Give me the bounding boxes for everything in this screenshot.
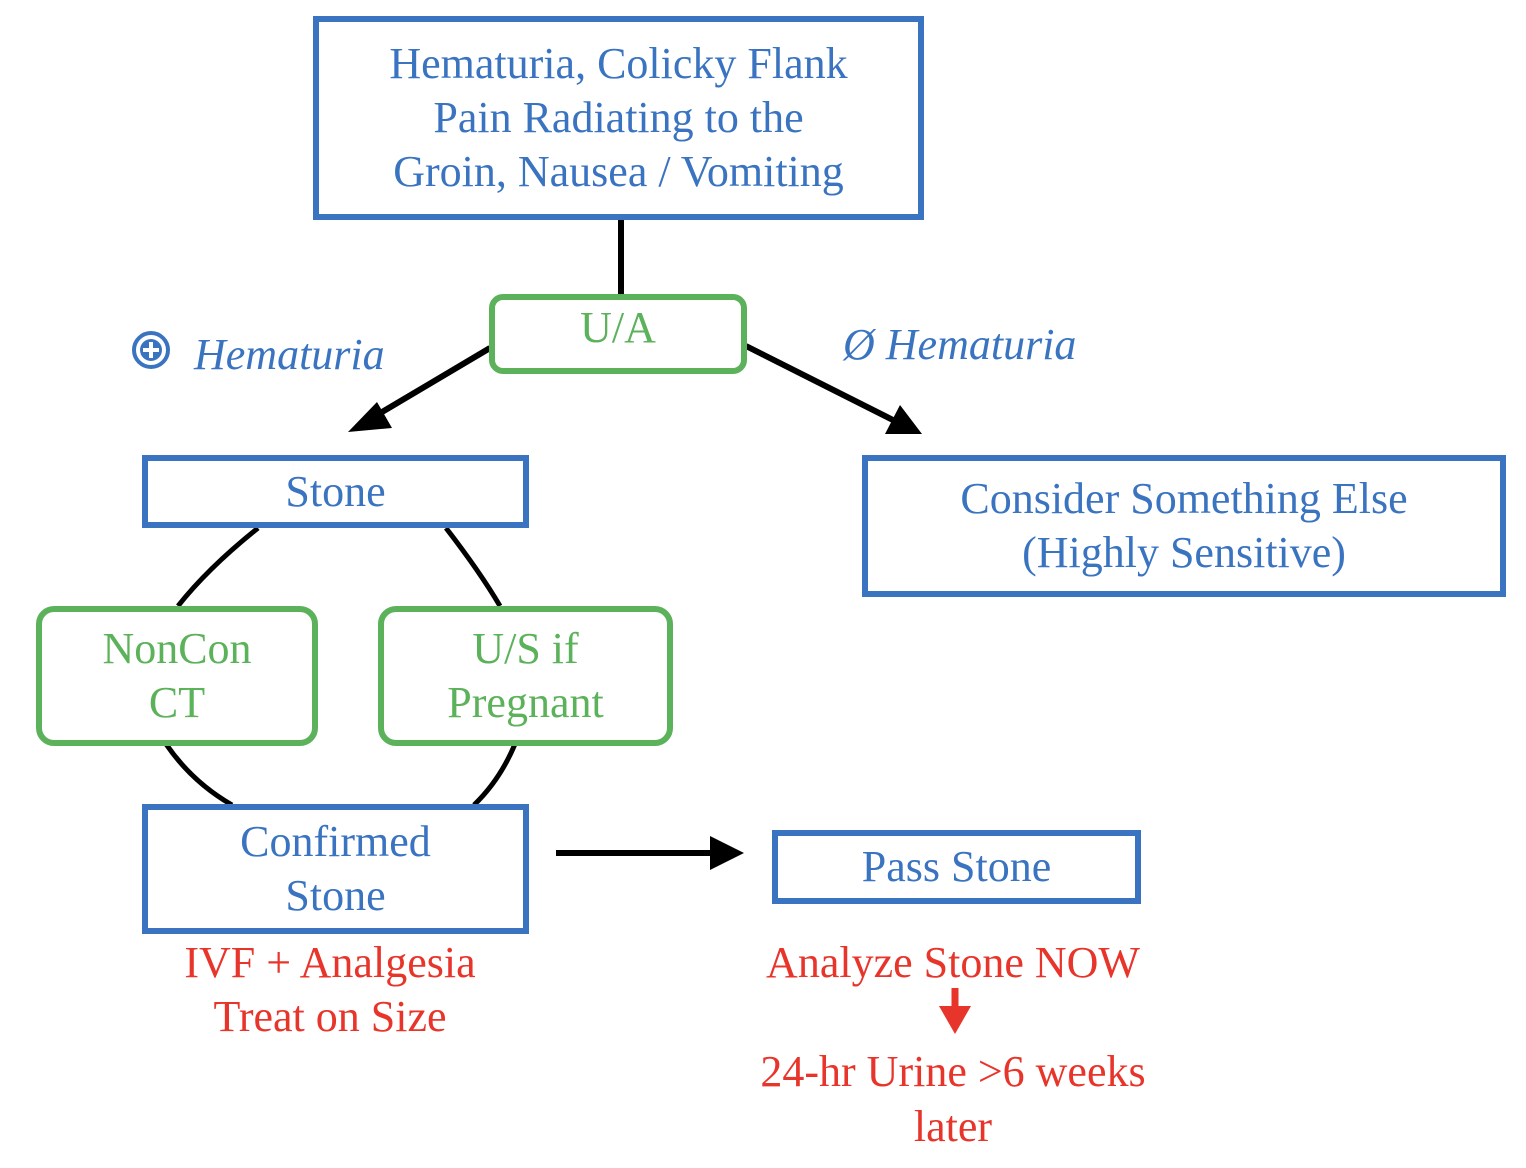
node-symptoms-line-1: Hematuria, Colicky Flank xyxy=(389,39,848,88)
arrowhead-consider xyxy=(885,405,922,434)
node-pass-stone: Pass Stone xyxy=(772,830,1141,904)
node-us-line-2: Pregnant xyxy=(447,678,604,727)
note-analyze: Analyze Stone NOW xyxy=(766,938,1140,987)
node-confirmed-stone: Confirmed Stone xyxy=(142,804,529,934)
arrowhead-stone xyxy=(348,402,392,432)
node-ua: U/A xyxy=(489,294,747,374)
node-symptoms: Hematuria, Colicky Flank Pain Radiating … xyxy=(313,16,924,220)
red-arrowhead xyxy=(939,1006,971,1034)
plus-circle-icon xyxy=(132,331,170,369)
node-confirmed-line-1: Confirmed xyxy=(240,817,431,866)
arrowhead-pass xyxy=(710,836,744,870)
arrow-ua-to-stone xyxy=(370,345,492,421)
connector-ct-confirmed xyxy=(163,742,234,808)
connector-stone-ct xyxy=(176,526,260,608)
label-negative-hematuria: Ø Hematuria xyxy=(843,320,1077,369)
label-positive-hematuria: Hematuria xyxy=(194,330,385,379)
node-symptoms-line-3: Groin, Nausea / Vomiting xyxy=(393,147,844,196)
node-consider-line-1: Consider Something Else xyxy=(960,474,1408,523)
note-followup-line-2: later xyxy=(913,1102,993,1151)
arrow-ua-to-consider xyxy=(744,343,895,423)
node-stone-label: Stone xyxy=(285,466,386,516)
note-treatment-line-1: IVF + Analgesia xyxy=(184,938,476,987)
connector-stone-us xyxy=(444,526,503,608)
node-pass-label: Pass Stone xyxy=(861,842,1052,891)
node-noncon-line-2: CT xyxy=(148,678,206,727)
note-treatment-line-2: Treat on Size xyxy=(213,992,447,1041)
node-ua-label: U/A xyxy=(580,303,656,352)
node-noncon-line-1: NonCon xyxy=(102,624,252,673)
node-confirmed-line-2: Stone xyxy=(285,871,386,920)
note-followup-line-1: 24-hr Urine >6 weeks xyxy=(760,1047,1146,1096)
node-us-pregnant: U/S if Pregnant xyxy=(378,606,673,746)
node-consider-else: Consider Something Else (Highly Sensitiv… xyxy=(862,455,1506,597)
connector-us-confirmed xyxy=(472,743,518,807)
node-symptoms-line-2: Pain Radiating to the xyxy=(433,93,804,142)
node-consider-line-2: (Highly Sensitive) xyxy=(1022,528,1346,577)
node-stone: Stone xyxy=(142,455,529,528)
node-noncon-ct: NonCon CT xyxy=(36,606,318,746)
node-us-line-1: U/S if xyxy=(472,624,579,673)
